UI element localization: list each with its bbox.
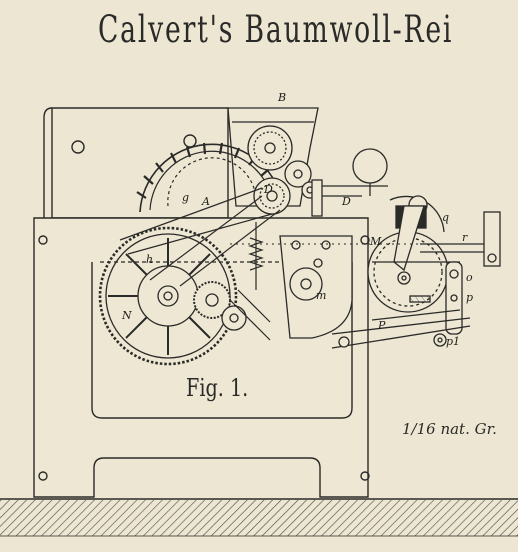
part-letter-r: r: [462, 231, 468, 244]
part-letter-M: M: [370, 235, 382, 248]
part-letter-h: h: [146, 253, 154, 266]
feed-rollers: [247, 125, 319, 215]
calender-roller: [367, 195, 449, 313]
scale-label: 1/16 nat. Gr.: [402, 420, 497, 438]
spring-rod: [229, 222, 271, 341]
part-letter-q: q: [442, 211, 450, 224]
part-letter-B: B: [278, 91, 287, 104]
part-letter-m: m: [316, 289, 327, 302]
pinion-gear: [193, 281, 247, 331]
part-letter-p1: p1: [446, 335, 461, 348]
pressure-gauge: [311, 148, 388, 217]
control-handle: [372, 211, 501, 267]
drive-belts: [100, 187, 350, 287]
part-letter-P: P: [378, 319, 386, 332]
floor: [0, 498, 518, 537]
plate-title: Calvert's Baumwoll-Rei: [98, 8, 454, 51]
figure-label: Fig. 1.: [186, 374, 249, 402]
part-letter-D-upper: D: [264, 183, 273, 196]
part-letter-A: A: [202, 195, 210, 208]
part-letter-g: g: [182, 191, 190, 204]
weight-lever: [331, 261, 471, 349]
cam-wheel: [279, 235, 353, 339]
part-letter-o: o: [466, 271, 473, 284]
part-letter-N: N: [122, 309, 132, 322]
part-letter-p: p: [466, 291, 474, 304]
part-letter-D-right: D: [342, 195, 351, 208]
